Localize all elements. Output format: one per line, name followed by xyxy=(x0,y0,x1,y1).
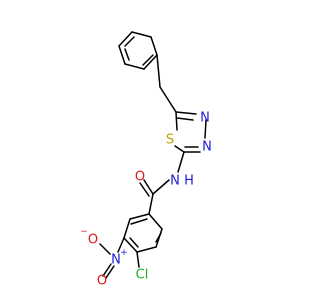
bond xyxy=(99,243,111,255)
bond xyxy=(124,63,145,70)
nitro-nitrogen-charge: + xyxy=(120,248,128,258)
nitro-oxygen: O xyxy=(97,274,107,289)
bond xyxy=(152,179,170,195)
bond xyxy=(129,237,139,248)
bond xyxy=(131,31,152,38)
bond xyxy=(123,237,138,253)
bond xyxy=(130,218,148,225)
bond xyxy=(136,246,157,253)
nitro-oxygen-charge: − xyxy=(80,227,88,237)
bond xyxy=(204,119,207,139)
bond xyxy=(148,213,163,230)
benzoyl-ring xyxy=(123,213,163,253)
bond xyxy=(118,31,133,47)
nitrogen-atom-bottom: N xyxy=(202,140,212,155)
bond xyxy=(117,237,125,253)
thiadiazole-ring xyxy=(174,111,207,153)
amide-hydrogen: H xyxy=(184,174,194,189)
carbonyl-oxygen: O xyxy=(135,170,145,185)
bond xyxy=(129,213,150,220)
bond xyxy=(102,263,112,277)
bond xyxy=(159,86,177,113)
bond xyxy=(150,36,158,56)
amide-nitrogen: N xyxy=(170,174,180,189)
bond xyxy=(156,54,161,88)
bond xyxy=(142,54,154,66)
molecule-structure: S N N N H O N + O − O Cl xyxy=(80,31,212,289)
bond xyxy=(175,111,178,131)
bond xyxy=(118,45,126,65)
bond xyxy=(155,232,162,243)
bond xyxy=(177,151,185,173)
bond xyxy=(175,111,197,115)
bond xyxy=(174,145,185,153)
bond xyxy=(136,251,140,268)
chlorine-atom: Cl xyxy=(136,268,149,283)
nitro-oxygen-charged: O xyxy=(88,233,98,248)
nitro-nitrogen: N xyxy=(111,253,121,268)
bond xyxy=(139,182,150,197)
nitrogen-atom-top: N xyxy=(200,111,210,126)
sulfur-atom: S xyxy=(166,133,174,148)
phenyl-ring xyxy=(118,31,158,70)
bond xyxy=(143,179,154,195)
bond xyxy=(124,48,130,61)
bond xyxy=(143,54,158,70)
bond xyxy=(123,218,131,239)
bond xyxy=(176,117,194,121)
bond xyxy=(105,265,115,279)
bond xyxy=(124,36,135,47)
bond xyxy=(148,193,154,215)
